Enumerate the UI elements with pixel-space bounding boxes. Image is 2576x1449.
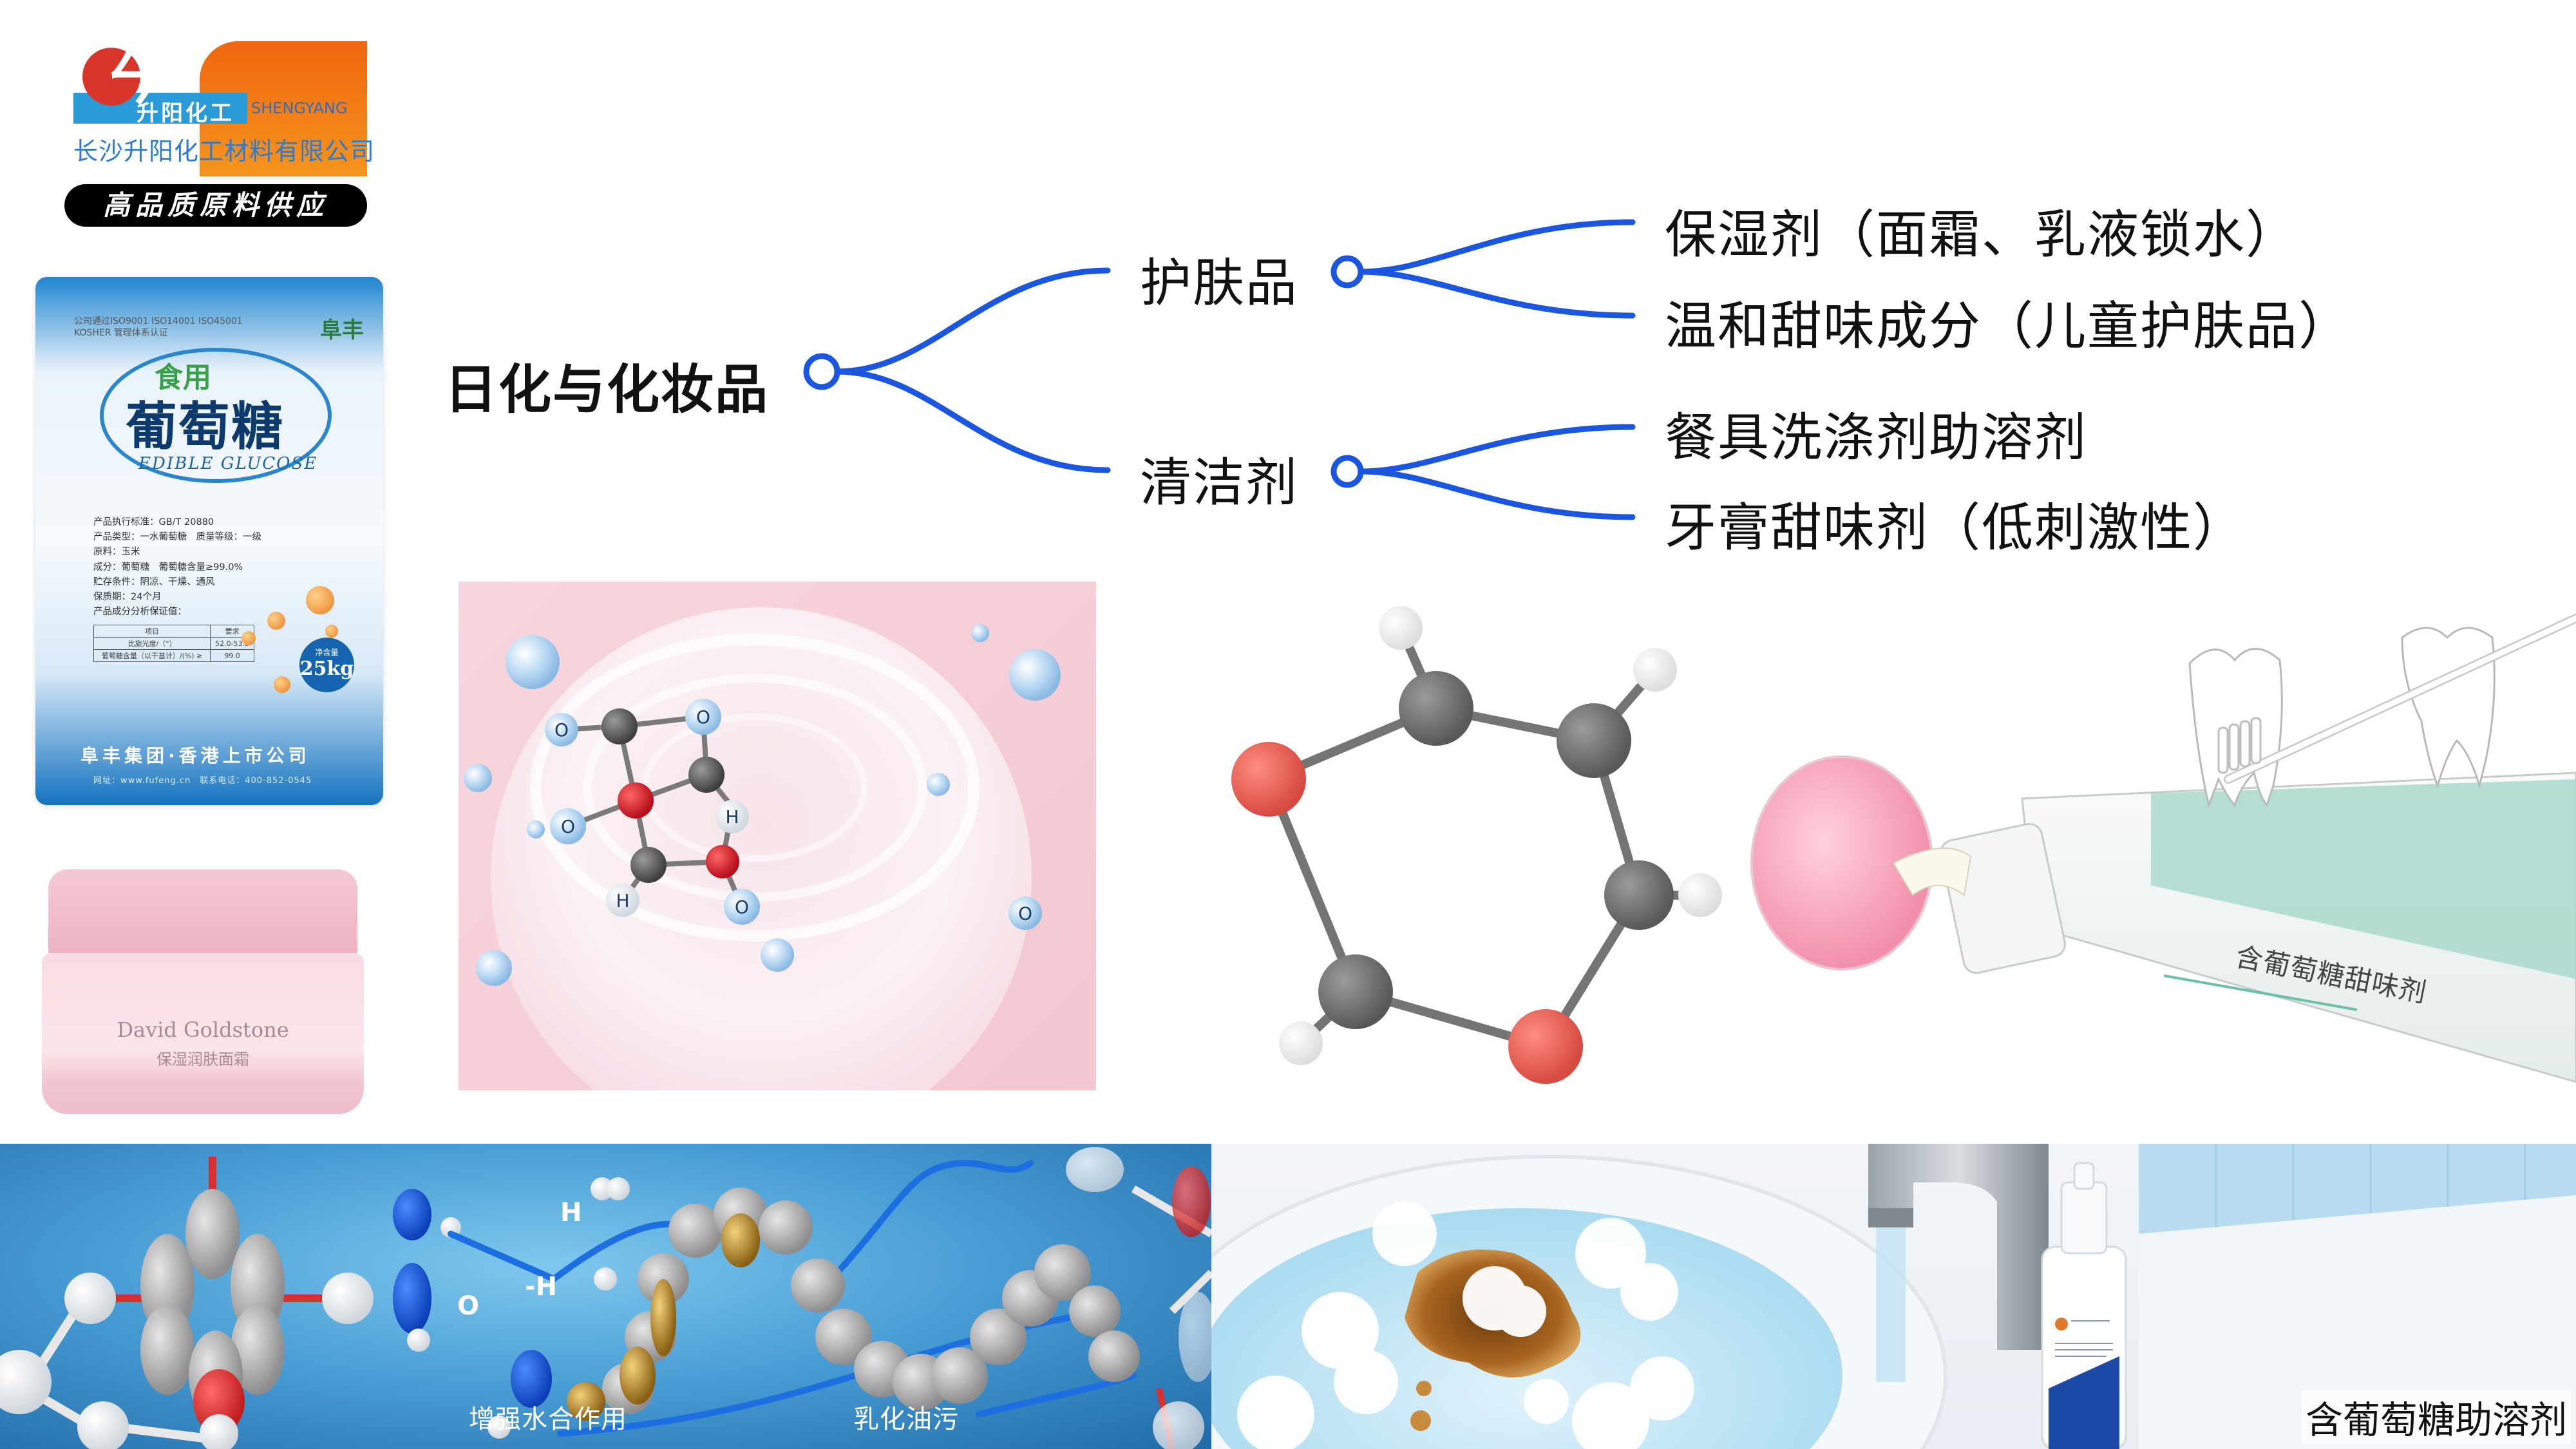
- logo-tagline-pill: 高品质原料供应: [64, 184, 367, 227]
- cream-molecule-image: O O O H H O O: [459, 582, 1096, 1090]
- caption-hydration: 增强水合作用: [469, 1405, 627, 1434]
- bag-edible-label: 食用: [155, 361, 211, 394]
- bag-spec-line: 保质期：24个月: [93, 591, 162, 602]
- table-header: 项目: [93, 625, 211, 638]
- svg-text:-H: -H: [525, 1272, 557, 1302]
- svg-text:H: H: [560, 1198, 582, 1227]
- caption-glucose-solubilizer: 含葡萄糖助溶剂: [2301, 1390, 2571, 1444]
- jar-subtitle: 保湿润肤面霜: [156, 1050, 249, 1068]
- logo-red-circle-icon: [82, 48, 140, 106]
- bag-oval-decoration: [100, 348, 332, 483]
- glucose-bag-image: 公司通过ISO9001 ISO14001 ISO45001 KOSHER 管理体…: [35, 277, 383, 805]
- bag-spec-line: 原料：玉米: [93, 547, 140, 558]
- logo-brand-cn: 升阳化工: [137, 100, 234, 126]
- mindmap-leaf-dish-detergent: 餐具洗涤剂助溶剂: [1665, 408, 2087, 468]
- logo-brand-en: SHENGYANG: [251, 99, 348, 117]
- cream-jar-image: David Goldstone 保湿润肤面霜: [35, 863, 370, 1121]
- bag-analysis-table: 项目 要求 比旋光度/（°） 52.0-53.5 葡萄糖含量（以干基计）/(%)…: [93, 625, 254, 662]
- sink-illustration-icon: [1211, 1144, 2576, 1449]
- bag-footer-company: 阜丰集团·香港上市公司: [80, 745, 310, 766]
- table-row: 比旋光度/（°） 52.0-53.5: [93, 637, 254, 650]
- mindmap-leaf-mild-sweetener: 温和甜味成分（儿童护肤品）: [1665, 296, 2351, 356]
- jar-lid: [48, 869, 357, 960]
- jar-brand: David Goldstone: [117, 1018, 289, 1042]
- toothpaste-molecule-image: 含葡萄糖甜味剂: [1224, 592, 2576, 1140]
- mindmap-leaf-moisturizer: 保湿剂（面霜、乳液锁水）: [1665, 205, 2298, 265]
- toothpaste-illustration-icon: [1231, 606, 2576, 1084]
- sink-dishwashing-image: 含葡萄糖助溶剂: [1211, 1144, 2576, 1449]
- hydration-molecule-image: H -H O 增强水合作用 乳化油污: [0, 1144, 1211, 1449]
- table-row: 葡萄糖含量（以干基计）/(%) ≥ 99.0: [93, 649, 254, 662]
- bag-brand-logo: 阜丰: [320, 317, 364, 343]
- jar-body: David Goldstone 保湿润肤面霜: [42, 953, 364, 1114]
- svg-text:O: O: [554, 719, 569, 741]
- mindmap-branch-cleaner: 清洁剂: [1140, 453, 1298, 513]
- bag-cert-line: 公司通过ISO9001 ISO14001 ISO45001: [74, 316, 243, 327]
- company-logo: ㄣ 升阳化工 SHENGYANG 长沙升阳化工材料有限公司 高品质原料供应: [64, 41, 374, 234]
- table-cell: 比旋光度/（°）: [93, 637, 211, 650]
- svg-text:O: O: [735, 896, 749, 918]
- bag-spec-line: 产品成分分析保证值：: [93, 607, 187, 618]
- table-cell: 99.0: [210, 649, 254, 662]
- logo-mark-icon: ㄣ: [97, 43, 158, 115]
- bag-spec-line: 产品类型：一水葡萄糖 质量等级：一级: [93, 532, 261, 543]
- svg-text:H: H: [725, 806, 739, 828]
- bag-net-weight-badge: 净含量 25kg: [299, 638, 354, 692]
- net-weight-value: 25kg: [299, 658, 354, 680]
- net-weight-label: 净含量: [315, 648, 339, 657]
- table-cell: 葡萄糖含量（以干基计）/(%) ≥: [93, 649, 211, 662]
- mindmap-leaf-toothpaste-sweetener: 牙膏甜味剂（低刺激性）: [1665, 498, 2246, 558]
- bag-product-title: 葡萄糖: [126, 397, 284, 457]
- bag-spec-line: 贮存条件：阴凉、干燥、通风: [93, 576, 215, 587]
- bag-product-title-en: EDIBLE GLUCOSE: [138, 454, 318, 473]
- svg-text:O: O: [1018, 903, 1032, 924]
- svg-text:O: O: [457, 1291, 479, 1321]
- bag-certification: 公司通过ISO9001 ISO14001 ISO45001 KOSHER 管理体…: [74, 316, 243, 339]
- svg-text:O: O: [561, 816, 575, 837]
- mindmap: 日化与化妆品 护肤品 清洁剂 保湿剂（面霜、乳液锁水） 温和甜味成分（儿童护肤品…: [0, 0, 2576, 580]
- svg-text:H: H: [616, 890, 629, 911]
- bag-spec-list: 产品执行标准：GB/T 20880 产品类型：一水葡萄糖 质量等级：一级 原料：…: [93, 515, 261, 620]
- bag-spec-line: 成分：葡萄糖 葡萄糖含量≥99.0%: [93, 562, 243, 573]
- bag-spec-line: 产品执行标准：GB/T 20880: [93, 517, 214, 527]
- mindmap-branch-skincare: 护肤品: [1140, 253, 1298, 313]
- cream-illustration-icon: O O O H H O O: [464, 607, 1061, 1090]
- bag-footer-contact: 网址：www.fufeng.cn 联系电话：400-852-0545: [93, 776, 312, 786]
- table-cell: 52.0-53.5: [210, 637, 254, 650]
- bag-cert-line: KOSHER 管理体系认证: [74, 328, 168, 339]
- svg-text:O: O: [696, 706, 710, 728]
- logo-company-name: 长沙升阳化工材料有限公司: [73, 137, 375, 166]
- molecule-3d-illustration-icon: H -H O: [0, 1147, 1211, 1449]
- caption-emulsify-oil: 乳化油污: [853, 1405, 959, 1434]
- mindmap-root: 日化与化妆品: [444, 359, 770, 421]
